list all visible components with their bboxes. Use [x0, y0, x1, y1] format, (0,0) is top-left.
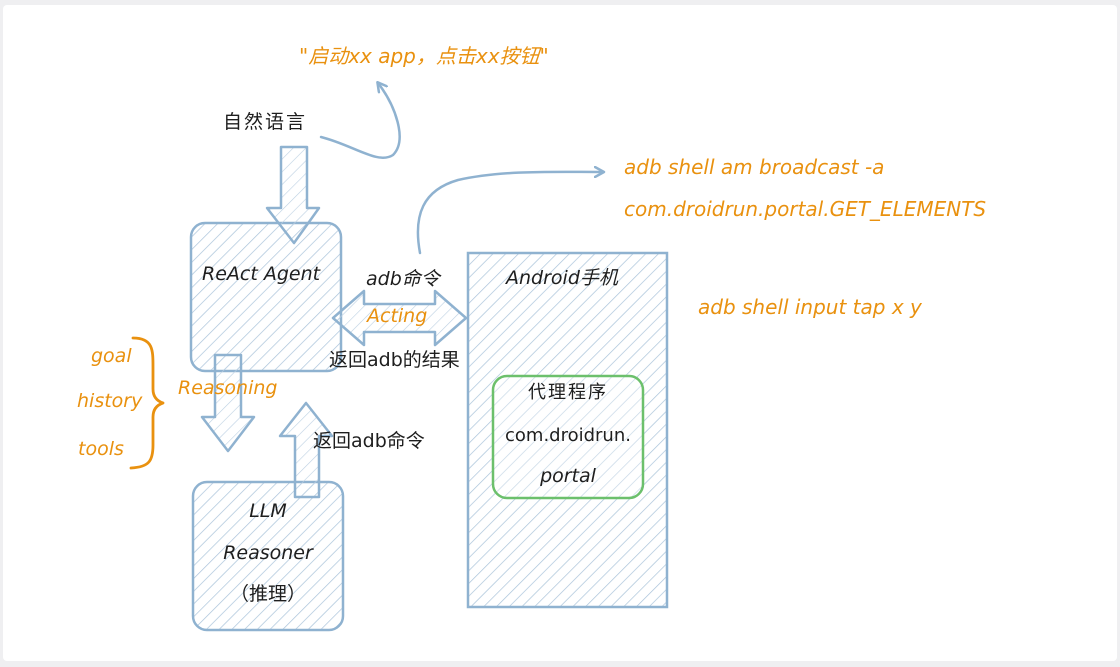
android-phone-box	[466, 251, 669, 609]
broadcast-command-line2: com.droidrun.portal.GET_ELEMENTS	[624, 197, 987, 221]
reasoning-down-arrow	[200, 353, 256, 453]
diagram-svg	[129, 5, 669, 632]
reasoning-label: Reasoning	[178, 377, 278, 399]
context-tools: tools	[78, 438, 124, 460]
acting-double-arrow	[331, 289, 468, 347]
proxy-program-package-line1: com.droidrun.	[505, 425, 631, 446]
context-history: history	[77, 390, 143, 412]
tap-command: adb shell input tap x y	[698, 295, 922, 319]
adb-command-label: adb命令	[366, 268, 440, 290]
llm-reasoner-box	[191, 480, 345, 632]
react-agent-box	[189, 221, 343, 373]
reasoning-cn-label: （推理）	[229, 583, 306, 605]
proxy-program-title: 代理程序	[528, 382, 608, 403]
context-goal: goal	[91, 345, 132, 367]
react-agent-label: ReAct Agent	[202, 263, 321, 285]
broadcast-curve-arrow	[416, 172, 603, 255]
quote-curve-arrow	[319, 83, 401, 159]
proxy-program-package-line2: portal	[540, 465, 596, 487]
natural-language-label: 自然语言	[223, 111, 308, 133]
instruction-quote: "启动xx app，点击xx按钮"	[299, 44, 549, 68]
reasoner-label: Reasoner	[223, 542, 313, 564]
android-phone-label: Android手机	[506, 267, 618, 289]
context-brace	[129, 336, 165, 470]
broadcast-command-line1: adb shell am broadcast -a	[624, 155, 885, 179]
natural-language-down-arrow	[265, 145, 321, 245]
acting-label: Acting	[367, 305, 428, 327]
proxy-program-box	[491, 374, 645, 500]
return-adb-result-label: 返回adb的结果	[329, 349, 460, 371]
return-adb-command-label: 返回adb命令	[313, 430, 425, 452]
return-command-up-arrow	[278, 401, 334, 499]
llm-label: LLM	[249, 500, 287, 522]
diagram-canvas: "启动xx app，点击xx按钮" 自然语言 ReAct Agent adb命令…	[3, 5, 1117, 661]
